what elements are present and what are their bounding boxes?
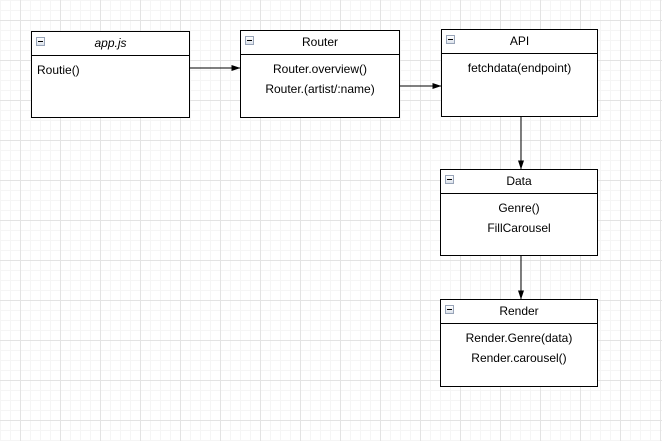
node-member: Render.Genre(data) xyxy=(465,331,573,345)
minus-glyph xyxy=(447,309,452,310)
minus-glyph xyxy=(448,39,453,40)
uml-class-appjs[interactable]: app.js Routie() xyxy=(31,31,190,118)
node-body: Render.Genre(data) Render.carousel() xyxy=(441,324,597,368)
minus-glyph xyxy=(447,179,452,180)
node-body: Router.overview() Router.(artist/:name) xyxy=(241,55,399,99)
node-member: Router.(artist/:name) xyxy=(265,82,375,96)
node-member: Genre() xyxy=(498,201,540,215)
node-title-bar: Router xyxy=(241,31,399,55)
node-title: Render xyxy=(499,304,539,318)
node-title-bar: API xyxy=(442,30,597,54)
uml-class-router[interactable]: Router Router.overview() Router.(artist/… xyxy=(240,30,400,118)
node-title-bar: Render xyxy=(441,300,597,324)
node-member: Render.carousel() xyxy=(471,351,567,365)
collapse-icon[interactable] xyxy=(36,37,45,46)
node-body: fetchdata(endpoint) xyxy=(442,54,597,78)
collapse-icon[interactable] xyxy=(245,36,254,45)
collapse-icon[interactable] xyxy=(445,305,454,314)
node-body: Genre() FillCarousel xyxy=(441,194,597,238)
node-title-bar: Data xyxy=(441,170,597,194)
uml-class-data[interactable]: Data Genre() FillCarousel xyxy=(440,169,598,256)
collapse-icon[interactable] xyxy=(445,175,454,184)
minus-glyph xyxy=(247,40,252,41)
collapse-icon[interactable] xyxy=(446,35,455,44)
node-title: API xyxy=(509,34,530,48)
node-member: fetchdata(endpoint) xyxy=(467,61,572,75)
node-body: Routie() xyxy=(32,56,189,80)
node-member: Router.overview() xyxy=(272,62,368,76)
node-member: FillCarousel xyxy=(487,221,551,235)
node-title: Router xyxy=(301,35,339,49)
node-title-bar: app.js xyxy=(32,32,189,56)
node-member: Routie() xyxy=(37,63,80,77)
node-title: app.js xyxy=(94,36,127,50)
node-title: Data xyxy=(506,174,532,188)
minus-glyph xyxy=(38,41,43,42)
uml-class-api[interactable]: API fetchdata(endpoint) xyxy=(441,29,598,117)
uml-class-render[interactable]: Render Render.Genre(data) Render.carouse… xyxy=(440,299,598,387)
